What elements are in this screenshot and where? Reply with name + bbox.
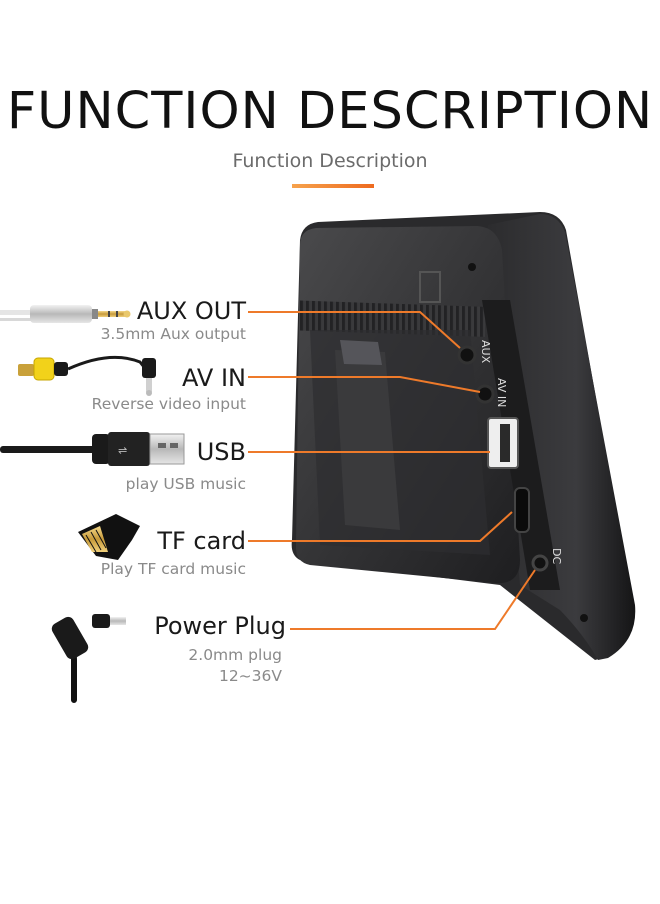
tf-card-label: TF card [157,527,246,555]
svg-text:⇌: ⇌ [118,444,127,457]
usb-description: play USB music [125,475,246,493]
aux-out-description: 3.5mm Aux output [100,325,246,343]
callout-line-power [290,569,536,630]
callout-line-aux [248,311,461,349]
page-title: FUNCTION DESCRIPTION [6,82,654,141]
tf-card-icon [78,514,140,560]
av-in-description: Reverse video input [91,395,246,413]
power-plug-description-voltage: 12~36V [218,667,282,685]
device-label-dc: DC [550,548,563,564]
device-label-av-in: AV IN [495,378,508,407]
aux-jack-plug-icon [0,305,131,323]
aux-out-label: AUX OUT [136,297,246,325]
title-underline [292,184,374,188]
power-plug-description-size: 2.0mm plug [188,646,282,664]
usb-plug-icon: ⇌ [0,432,185,466]
power-plug-label: Power Plug [154,612,286,640]
device-label-aux: AUX [479,340,492,364]
rca-plug-icon [18,355,156,396]
av-in-port [475,384,495,404]
tf-card-slot [514,487,530,533]
power-plug-icon [51,614,126,703]
tf-card-description: Play TF card music [100,560,246,578]
device-body [291,212,636,660]
callout-line-tf [248,511,513,542]
dc-port [531,554,549,572]
callout-line-av-in [248,376,481,393]
aux-port [457,345,477,365]
page-subtitle: Function Description [232,150,428,172]
av-in-label: AV IN [182,364,246,392]
usb-label: USB [196,438,246,466]
callout-lines [248,311,536,630]
